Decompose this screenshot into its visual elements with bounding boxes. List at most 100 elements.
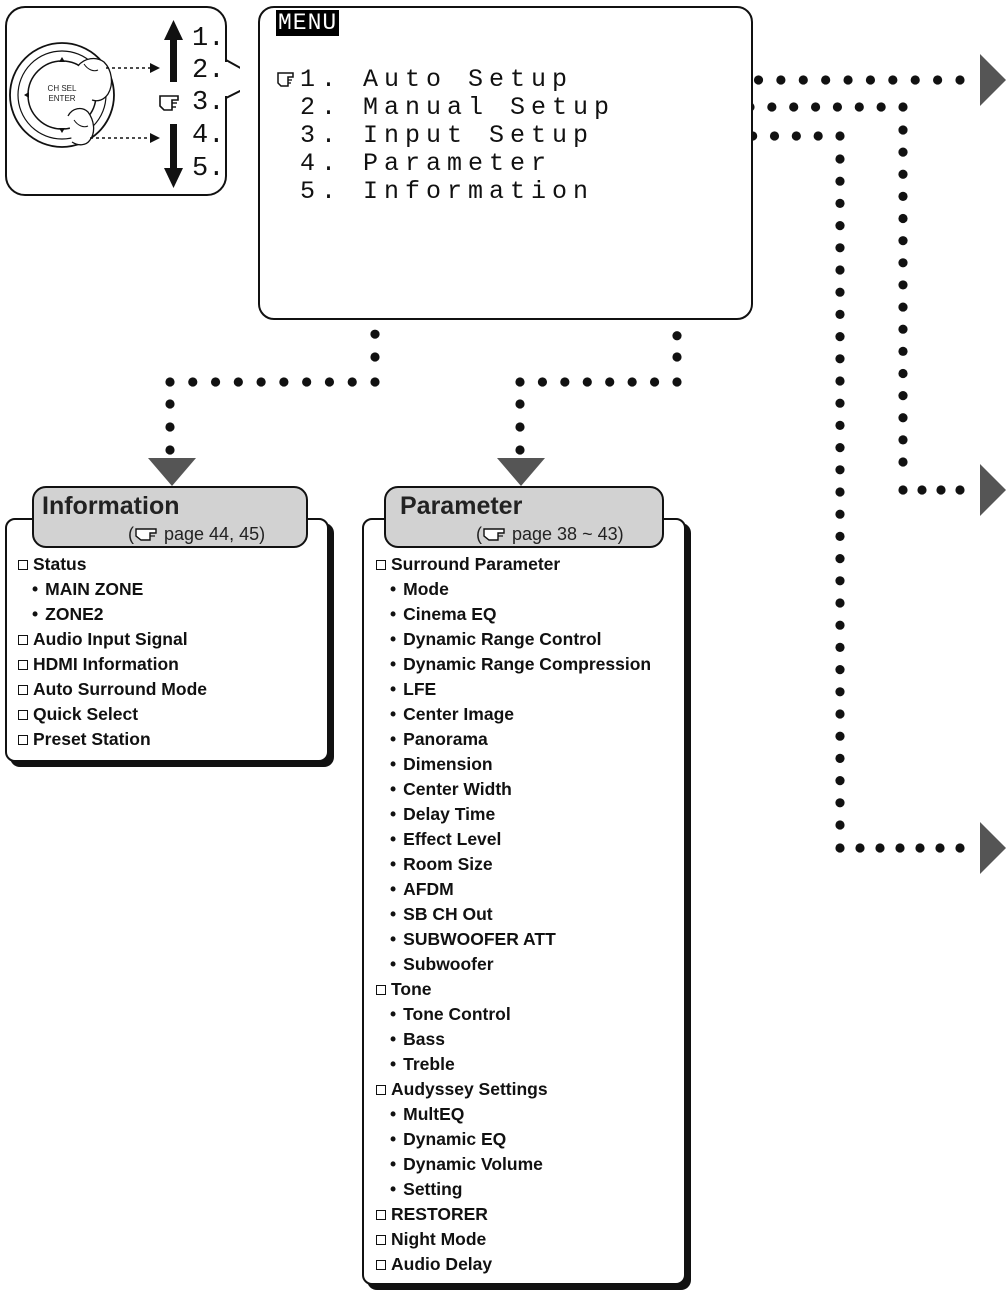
connector-dot <box>835 798 845 808</box>
remote-number-2: 2. <box>192 56 225 86</box>
enter-label: ENTER <box>48 94 76 103</box>
connector-dot <box>753 75 764 85</box>
connector-dot <box>898 346 908 356</box>
parameter-entry-label: Cinema EQ <box>403 604 497 624</box>
parameter-category: Audio Delay <box>376 1252 651 1277</box>
connector-dot <box>835 243 845 253</box>
parameter-entry-label: Setting <box>403 1179 463 1199</box>
connector-dot <box>955 75 965 85</box>
menu-item-information[interactable]: 5. Information <box>300 178 599 206</box>
information-category: Auto Surround Mode <box>18 677 207 702</box>
parameter-subitem: Delay Time <box>376 802 651 827</box>
connector-dot <box>672 331 682 341</box>
connector-dot <box>835 354 845 364</box>
parameter-subitem: Panorama <box>376 727 651 752</box>
connector-dot <box>955 485 965 495</box>
connector-dot <box>910 75 920 85</box>
connector-dot <box>915 843 925 853</box>
connector-dot <box>835 709 845 719</box>
parameter-entry-label: Dynamic Range Compression <box>403 654 652 674</box>
parameter-entry-label: Subwoofer <box>403 954 494 974</box>
arrow-down-icon <box>497 458 545 486</box>
information-entry-label: Preset Station <box>33 729 151 749</box>
connector-dot <box>835 398 845 408</box>
connector-dot <box>835 376 845 386</box>
parameter-subitem: Dynamic EQ <box>376 1127 651 1152</box>
connector-dot <box>347 377 357 387</box>
ch-sel-label: CH SEL <box>47 84 77 93</box>
connector-dot <box>875 843 885 853</box>
checkbox-icon <box>18 685 28 695</box>
connector-dot <box>898 457 908 467</box>
connector-dot <box>672 377 682 387</box>
menu-item-parameter[interactable]: 4. Parameter <box>300 150 557 178</box>
parameter-subitem: Cinema EQ <box>376 602 651 627</box>
connector-dot <box>233 377 243 387</box>
parameter-entry-label: Dynamic EQ <box>403 1129 507 1149</box>
parameter-category: RESTORER <box>376 1202 651 1227</box>
checkbox-icon <box>376 1235 386 1245</box>
menu-title: MENU <box>276 10 340 36</box>
checkbox-icon <box>376 1260 386 1270</box>
connector-dot <box>165 422 175 432</box>
connector-dot <box>898 169 908 179</box>
parameter-category: Tone <box>376 977 651 1002</box>
information-category: HDMI Information <box>18 652 207 677</box>
information-list: StatusMAIN ZONEZONE2Audio Input SignalHD… <box>18 552 207 752</box>
connector-dot <box>515 445 525 455</box>
connector-dot <box>898 213 908 224</box>
connector-dot <box>769 131 780 141</box>
connector-dot <box>835 753 845 764</box>
information-category: Quick Select <box>18 702 207 727</box>
information-subitem: MAIN ZONE <box>18 577 207 602</box>
connector-dot <box>843 75 853 85</box>
connector-dot <box>935 843 945 853</box>
connector-dot <box>835 509 845 519</box>
connector-dot <box>835 176 845 186</box>
connector-dot <box>835 531 845 542</box>
connector-dot <box>835 465 845 475</box>
connector-dot <box>876 102 886 112</box>
information-page-ref-text: page 44, 45 <box>164 524 260 544</box>
parameter-subitem: Dynamic Range Compression <box>376 652 651 677</box>
connector-dot <box>515 399 525 409</box>
menu-item-auto-setup[interactable]: 1. Auto Setup <box>300 66 578 94</box>
information-tab <box>32 486 308 548</box>
connector-dot <box>835 731 845 741</box>
information-category: Preset Station <box>18 727 207 752</box>
menu-item-manual-setup[interactable]: 2. Manual Setup <box>300 94 620 122</box>
parameter-entry-label: Night Mode <box>391 1229 487 1249</box>
information-entry-label: HDMI Information <box>33 654 179 674</box>
connector-dot <box>835 820 845 830</box>
connector-dot <box>835 576 845 586</box>
connector-dot <box>302 377 312 387</box>
information-entry-label: Auto Surround Mode <box>33 679 208 699</box>
parameter-subitem: AFDM <box>376 877 651 902</box>
connector-dot <box>898 413 908 423</box>
parameter-entry-label: Audyssey Settings <box>391 1079 548 1099</box>
checkbox-icon <box>18 660 28 670</box>
arrow-down-icon <box>148 458 196 486</box>
connector-dot <box>835 154 845 164</box>
connector-dot <box>835 487 845 497</box>
menu-item-input-setup[interactable]: 3. Input Setup <box>300 122 599 150</box>
connector-dot <box>888 75 898 85</box>
checkbox-icon <box>376 560 386 570</box>
connector-dot <box>865 75 876 85</box>
connector-dot <box>835 221 845 231</box>
connector-dot <box>835 843 845 853</box>
connector-dot <box>898 368 908 379</box>
parameter-entry-label: Tone <box>391 979 432 999</box>
connector-dot <box>854 102 864 112</box>
parameter-subitem: SB CH Out <box>376 902 651 927</box>
connector-dot <box>515 422 525 432</box>
information-page-ref: (page 44, 45) <box>128 524 266 544</box>
remote-number-3: 3. <box>192 88 225 118</box>
connector-dot <box>776 75 786 85</box>
information-subitem: ZONE2 <box>18 602 207 627</box>
parameter-entry-label: MultEQ <box>403 1104 465 1124</box>
parameter-entry-label: AFDM <box>403 879 454 899</box>
parameter-subitem: Dimension <box>376 752 651 777</box>
connector-dot <box>279 377 289 387</box>
